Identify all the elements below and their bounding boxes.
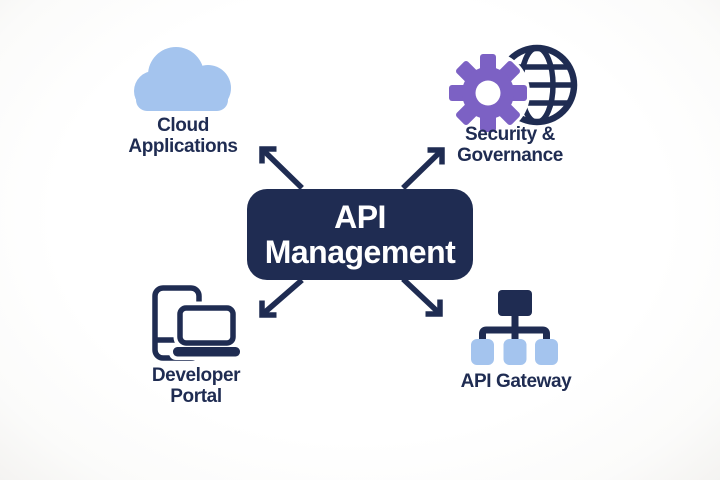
- cloud-label-line1: Cloud: [157, 115, 209, 136]
- center-node-api-management: API Management: [247, 189, 473, 280]
- arrow-developer-portal: [259, 277, 304, 318]
- arrow-security-governance: [401, 147, 445, 190]
- api-gateway-label: API Gateway: [406, 371, 626, 392]
- laptop-icon: [169, 301, 243, 360]
- network-nodes-icon: [471, 290, 558, 365]
- cloud-applications-label: Cloud Applications: [73, 115, 293, 157]
- center-title-line1: API: [334, 198, 386, 235]
- security-governance-label: Security & Governance: [400, 124, 620, 166]
- center-title-line2: Management: [264, 233, 456, 270]
- developer-portal-label: Developer Portal: [86, 365, 306, 407]
- arrow-api-gateway: [401, 276, 443, 317]
- security-label-line2: Governance: [457, 145, 563, 166]
- security-governance-icon: [448, 44, 578, 135]
- gateway-connectors: [479, 313, 550, 341]
- cloud-icon: [134, 47, 231, 111]
- gateway-root-node: [498, 290, 532, 316]
- gateway-child-nodes: [471, 339, 558, 365]
- arrow-cloud-applications: [259, 146, 304, 190]
- tablet-laptop-icon: [152, 285, 243, 361]
- developer-label-line1: Developer: [151, 365, 241, 386]
- gateway-label-line1: API Gateway: [460, 371, 572, 392]
- security-label-line1: Security &: [465, 124, 555, 145]
- gear-icon: [448, 51, 530, 135]
- cloud-label-line2: Applications: [128, 136, 238, 157]
- developer-label-line2: Portal: [170, 386, 222, 407]
